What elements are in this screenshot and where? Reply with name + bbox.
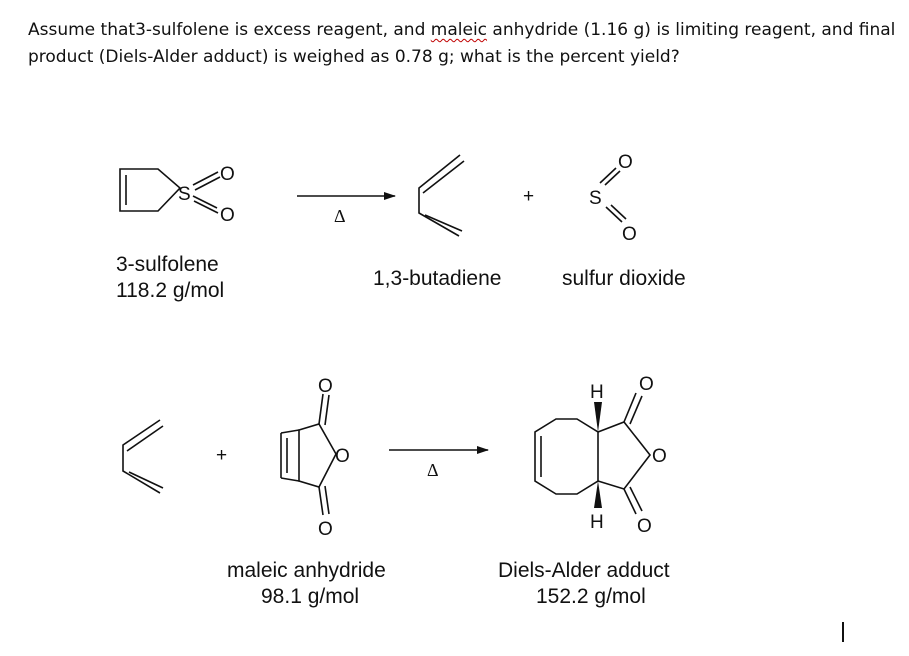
adduct-name: Diels-Alder adduct bbox=[498, 559, 670, 582]
diels-alder-adduct-structure: H H O O O bbox=[534, 374, 667, 537]
butadiene-structure bbox=[122, 419, 164, 494]
heat-symbol: Δ bbox=[334, 206, 346, 226]
atom-s: S bbox=[589, 188, 602, 209]
maleic-anhydride-structure: O O O bbox=[280, 376, 350, 540]
atom-o: O bbox=[639, 374, 654, 395]
text-cursor bbox=[842, 622, 844, 642]
heat-symbol: Δ bbox=[427, 460, 439, 480]
atom-s: S bbox=[178, 184, 191, 205]
sulfolene-mw: 118.2 g/mol bbox=[116, 279, 224, 302]
atom-o: O bbox=[220, 164, 235, 185]
question-text: Assume that3-sulfolene is excess reagent… bbox=[28, 17, 898, 71]
maleic-anhydride-mw: 98.1 g/mol bbox=[261, 585, 359, 608]
sulfolene-name: 3-sulfolene bbox=[116, 253, 219, 276]
atom-o: O bbox=[318, 376, 333, 397]
sulfolene-structure: S O O bbox=[119, 164, 235, 226]
atom-o: O bbox=[318, 519, 333, 540]
plus-sign: + bbox=[216, 445, 227, 466]
spellcheck-word: maleic bbox=[430, 20, 488, 40]
atom-o: O bbox=[335, 446, 350, 467]
sulfur-dioxide-name: sulfur dioxide bbox=[562, 267, 686, 290]
plus-sign: + bbox=[523, 186, 534, 207]
butadiene-name: 1,3-butadiene bbox=[373, 267, 501, 290]
atom-o: O bbox=[637, 516, 652, 537]
atom-o: O bbox=[622, 224, 637, 245]
adduct-mw: 152.2 g/mol bbox=[536, 585, 646, 608]
question-part-1: Assume that3-sulfolene is excess reagent… bbox=[28, 20, 431, 40]
atom-o: O bbox=[220, 205, 235, 226]
atom-o: O bbox=[652, 446, 667, 467]
atom-o: O bbox=[618, 152, 633, 173]
question-part-2: anhydride (1.16 g) is limiting reagent, … bbox=[28, 20, 896, 67]
atom-h: H bbox=[590, 382, 604, 403]
sulfur-dioxide-structure: S O O bbox=[589, 152, 637, 245]
butadiene-structure bbox=[418, 154, 465, 237]
atom-h: H bbox=[590, 512, 604, 533]
maleic-anhydride-name: maleic anhydride bbox=[227, 559, 386, 582]
